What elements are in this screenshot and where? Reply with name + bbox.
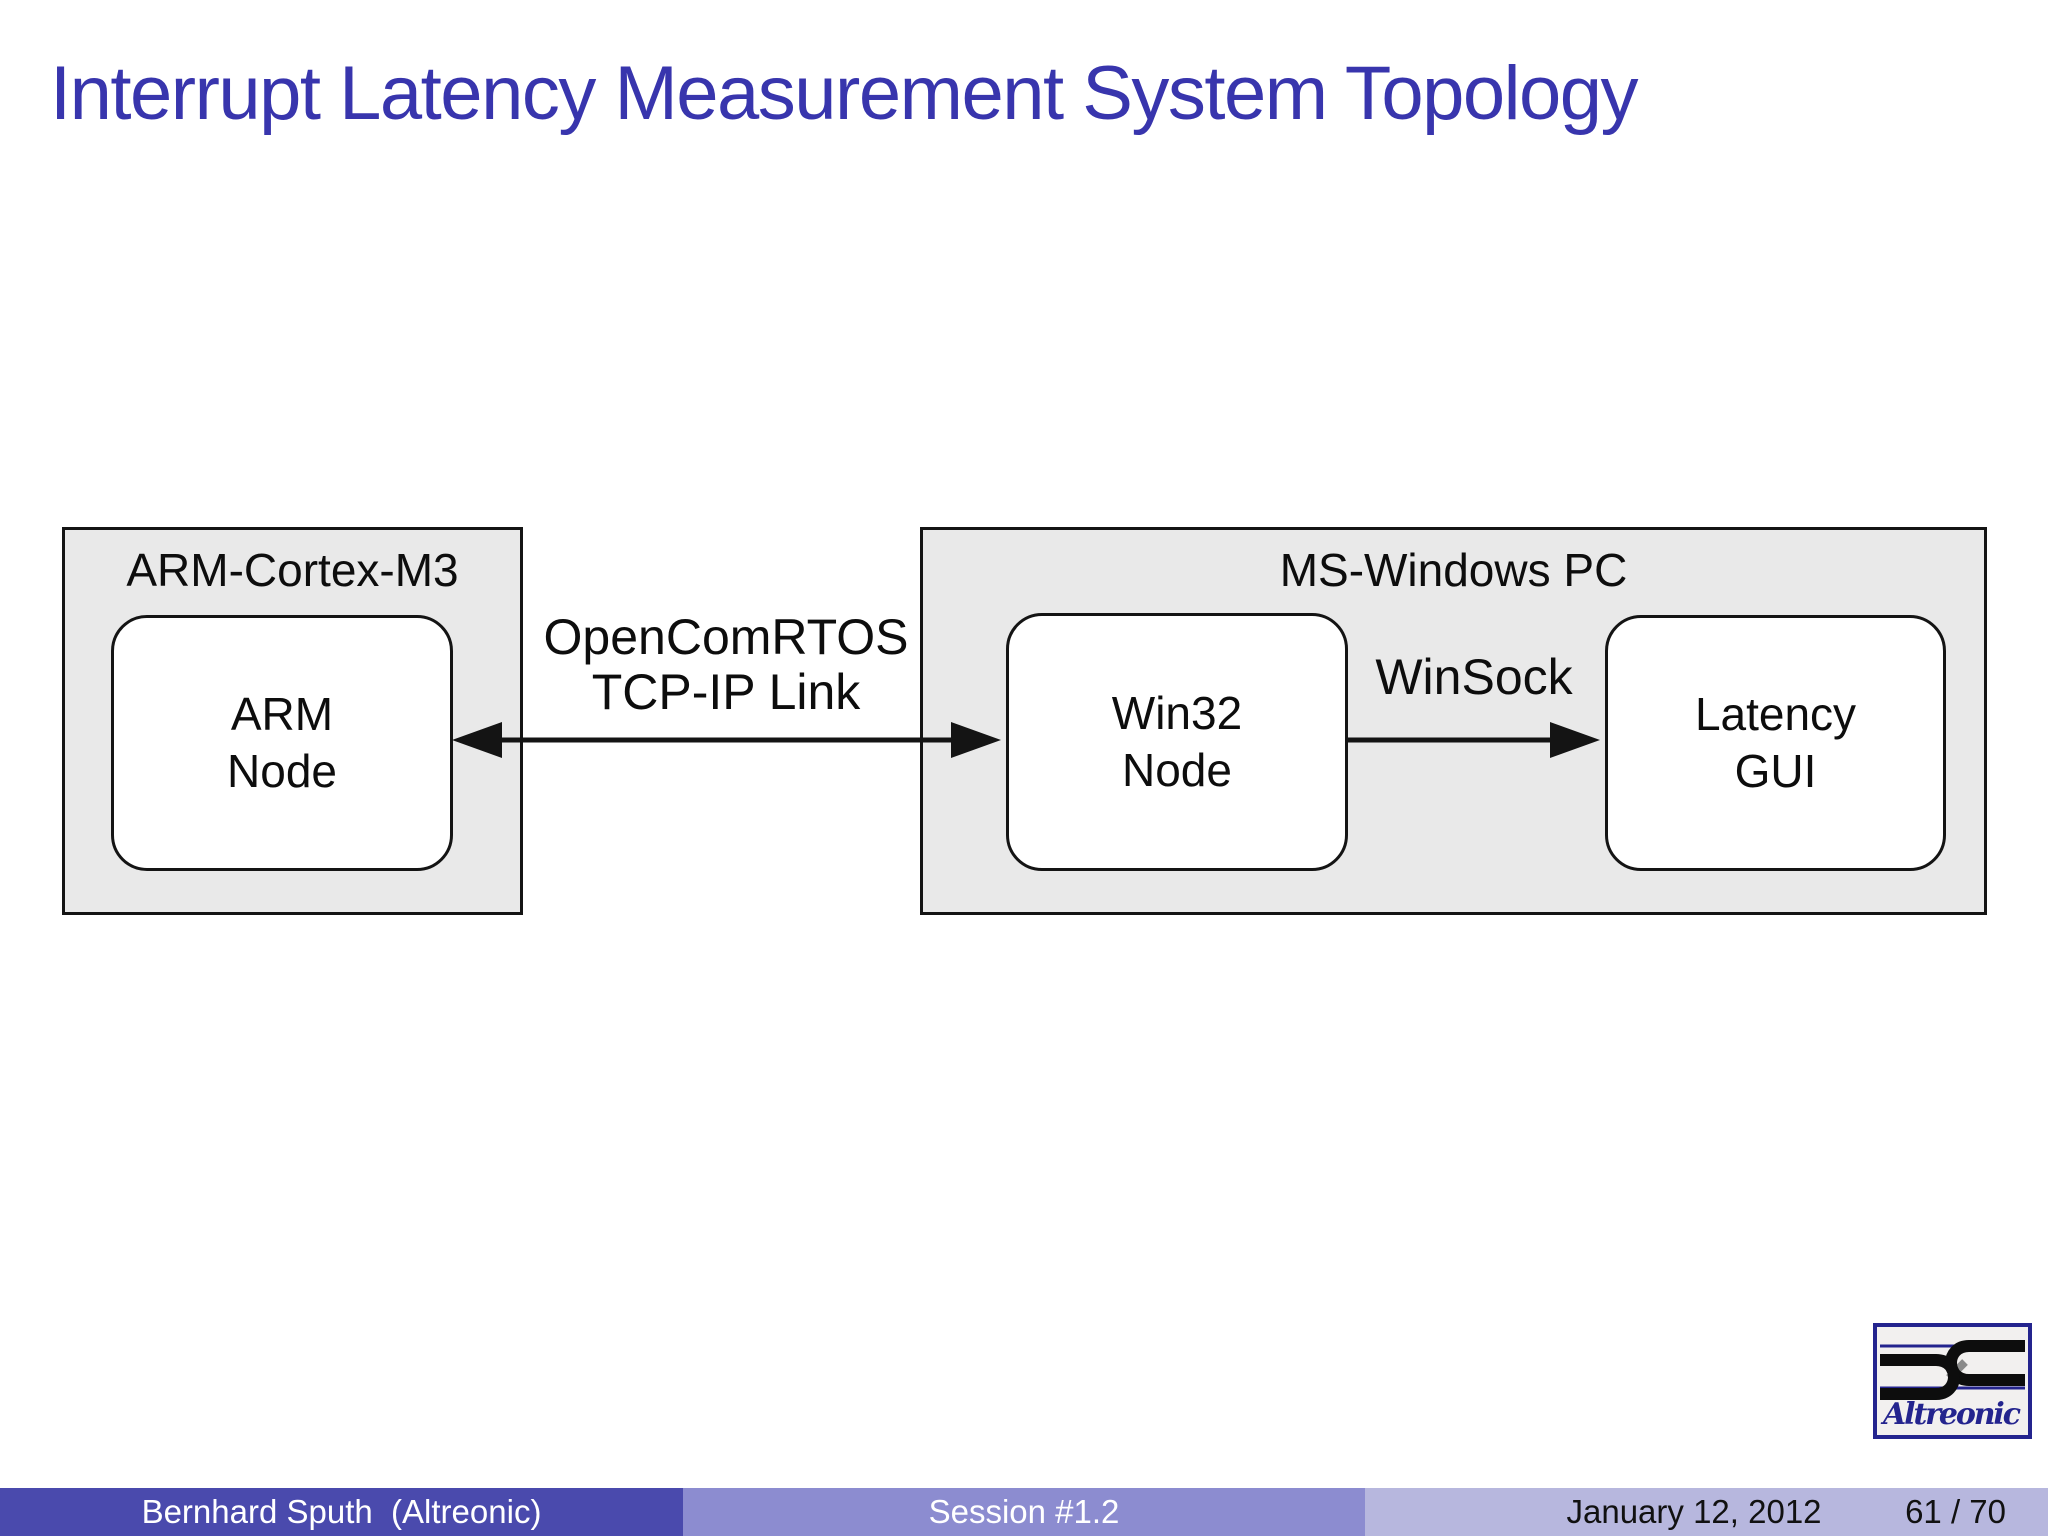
winsock-arrow-icon xyxy=(1345,722,1600,758)
footer-date: January 12, 2012 xyxy=(1566,1493,1822,1530)
win32-node-box: Win32 Node xyxy=(1006,613,1348,871)
logo-text: Altreonic xyxy=(1880,1397,2021,1432)
footer-right-section: January 12, 2012 61 / 70 xyxy=(1364,1488,2048,1536)
ms-windows-pc-group-box: MS-Windows PC Win32 Node Latency GUI xyxy=(920,527,1987,915)
altreonic-logo: Altreonic xyxy=(1872,1322,2033,1440)
arm-node-box: ARM Node xyxy=(111,615,453,871)
arrowhead-left-icon xyxy=(452,722,502,758)
pc-group-title: MS-Windows PC xyxy=(1279,544,1628,596)
footer-session: Session #1.2 xyxy=(683,1488,1365,1536)
footer-bar: Bernhard Sputh (Altreonic) Session #1.2 … xyxy=(0,1488,2048,1536)
arrowhead-right-icon xyxy=(1550,722,1600,758)
slide-title: Interrupt Latency Measurement System Top… xyxy=(50,51,1639,136)
footer-author: Bernhard Sputh (Altreonic) xyxy=(0,1488,683,1536)
arrowhead-right-icon xyxy=(951,722,1001,758)
chain-link-left-icon xyxy=(1880,1354,1960,1400)
altreonic-logo-icon: Altreonic xyxy=(1873,1323,2032,1439)
arm-cortex-m3-group-box: ARM-Cortex-M3 ARM Node xyxy=(62,527,523,915)
latency-gui-node-box: Latency GUI xyxy=(1605,615,1946,871)
footer-frame-number: 61 / 70 xyxy=(1905,1493,2006,1530)
arm-group-title: ARM-Cortex-M3 xyxy=(126,544,459,596)
winsock-link-label: WinSock xyxy=(1375,649,1573,705)
tcp-link-double-arrow-icon xyxy=(452,722,1001,758)
tcp-link-label: OpenComRTOS TCP-IP Link xyxy=(543,609,909,720)
